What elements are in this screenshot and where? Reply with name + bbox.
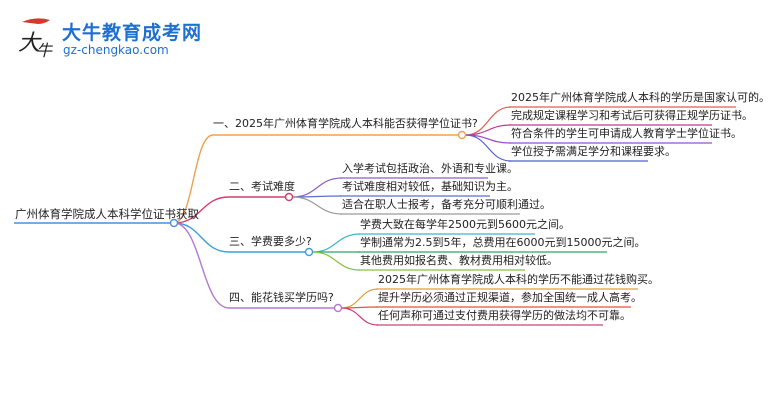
branch-1-leaf-4-link — [465, 134, 512, 162]
branch-2-link — [173, 196, 230, 224]
branch-2-leaf-3: 适合在职人士报考，备考充分可顺利通过。 — [342, 198, 551, 211]
mindmap-connectors — [14, 106, 736, 326]
branch-2-label: 二、考试难度 — [229, 180, 295, 193]
branch-4-label: 四、能花钱买学历吗? — [229, 291, 334, 304]
branch-2-leaf-3-link — [292, 196, 343, 215]
branch-2-leaf-1: 入学考试包括政治、外语和专业课。 — [342, 162, 518, 175]
branch-3-link — [173, 222, 230, 253]
branch-4-link — [173, 222, 230, 309]
logo-subtitle: gz-chengkao.com — [63, 43, 169, 57]
branch-2-leaf-2: 考试难度相对较低，基础知识为主。 — [342, 180, 518, 193]
branch-4-leaf-3-link — [341, 307, 379, 326]
branch-2-leaf-1-link — [292, 177, 343, 198]
branch-3-leaf-1-link — [312, 233, 361, 253]
branch-3-label: 三、学费要多少? — [229, 235, 312, 248]
branch-3-leaf-1: 学费大致在每学年2500元到5600元之间。 — [360, 218, 570, 231]
branch-3-node-dot — [304, 247, 314, 257]
branch-1-link — [173, 134, 214, 224]
branch-3-leaf-3: 其他费用如报名费、教材费用相对较低。 — [360, 254, 558, 267]
branch-1-node-dot — [457, 130, 467, 140]
branch-4-leaf-2: 提升学历必须通过正规渠道，参加全国统一成人高考。 — [378, 291, 642, 304]
site-logo: 大 牛 大牛教育成考网 gz-chengkao.com — [14, 14, 224, 60]
branch-4-leaf-3: 任何声称可通过支付费用获得学历的做法均不可靠。 — [378, 309, 631, 322]
branch-4-leaf-1-link — [341, 288, 379, 309]
branch-4-leaf-1: 2025年广州体育学院成人本科的学历不能通过花钱购买。 — [378, 273, 659, 286]
branch-4-node-dot — [333, 303, 343, 313]
branch-1-leaf-1: 2025年广州体育学院成人本科的学历是国家认可的。 — [511, 91, 770, 104]
branch-3-leaf-2: 学制通常为2.5到5年，总费用在6000元到15000元之间。 — [360, 236, 646, 249]
root-node-dot — [169, 218, 179, 228]
logo-mark-icon: 大 牛 — [18, 18, 53, 60]
mindmap-root: 广州体育学院成人本科学位证书获取 — [15, 207, 199, 221]
branch-2-node-dot — [284, 192, 294, 202]
svg-text:大: 大 — [18, 31, 42, 56]
branch-1-leaf-2: 完成规定课程学习和考试后可获得正规学历证书。 — [511, 109, 753, 122]
logo-title: 大牛教育成考网 — [62, 22, 203, 44]
branch-1-leaf-4: 学位授予需满足学分和课程要求。 — [511, 145, 676, 158]
svg-text:牛: 牛 — [36, 41, 53, 60]
branch-1-leaf-3: 符合条件的学生可申请成人教育学士学位证书。 — [511, 127, 742, 140]
branch-1-label: 一、2025年广州体育学院成人本科能否获得学位证书? — [213, 117, 478, 130]
branch-3-leaf-3-link — [312, 251, 361, 271]
